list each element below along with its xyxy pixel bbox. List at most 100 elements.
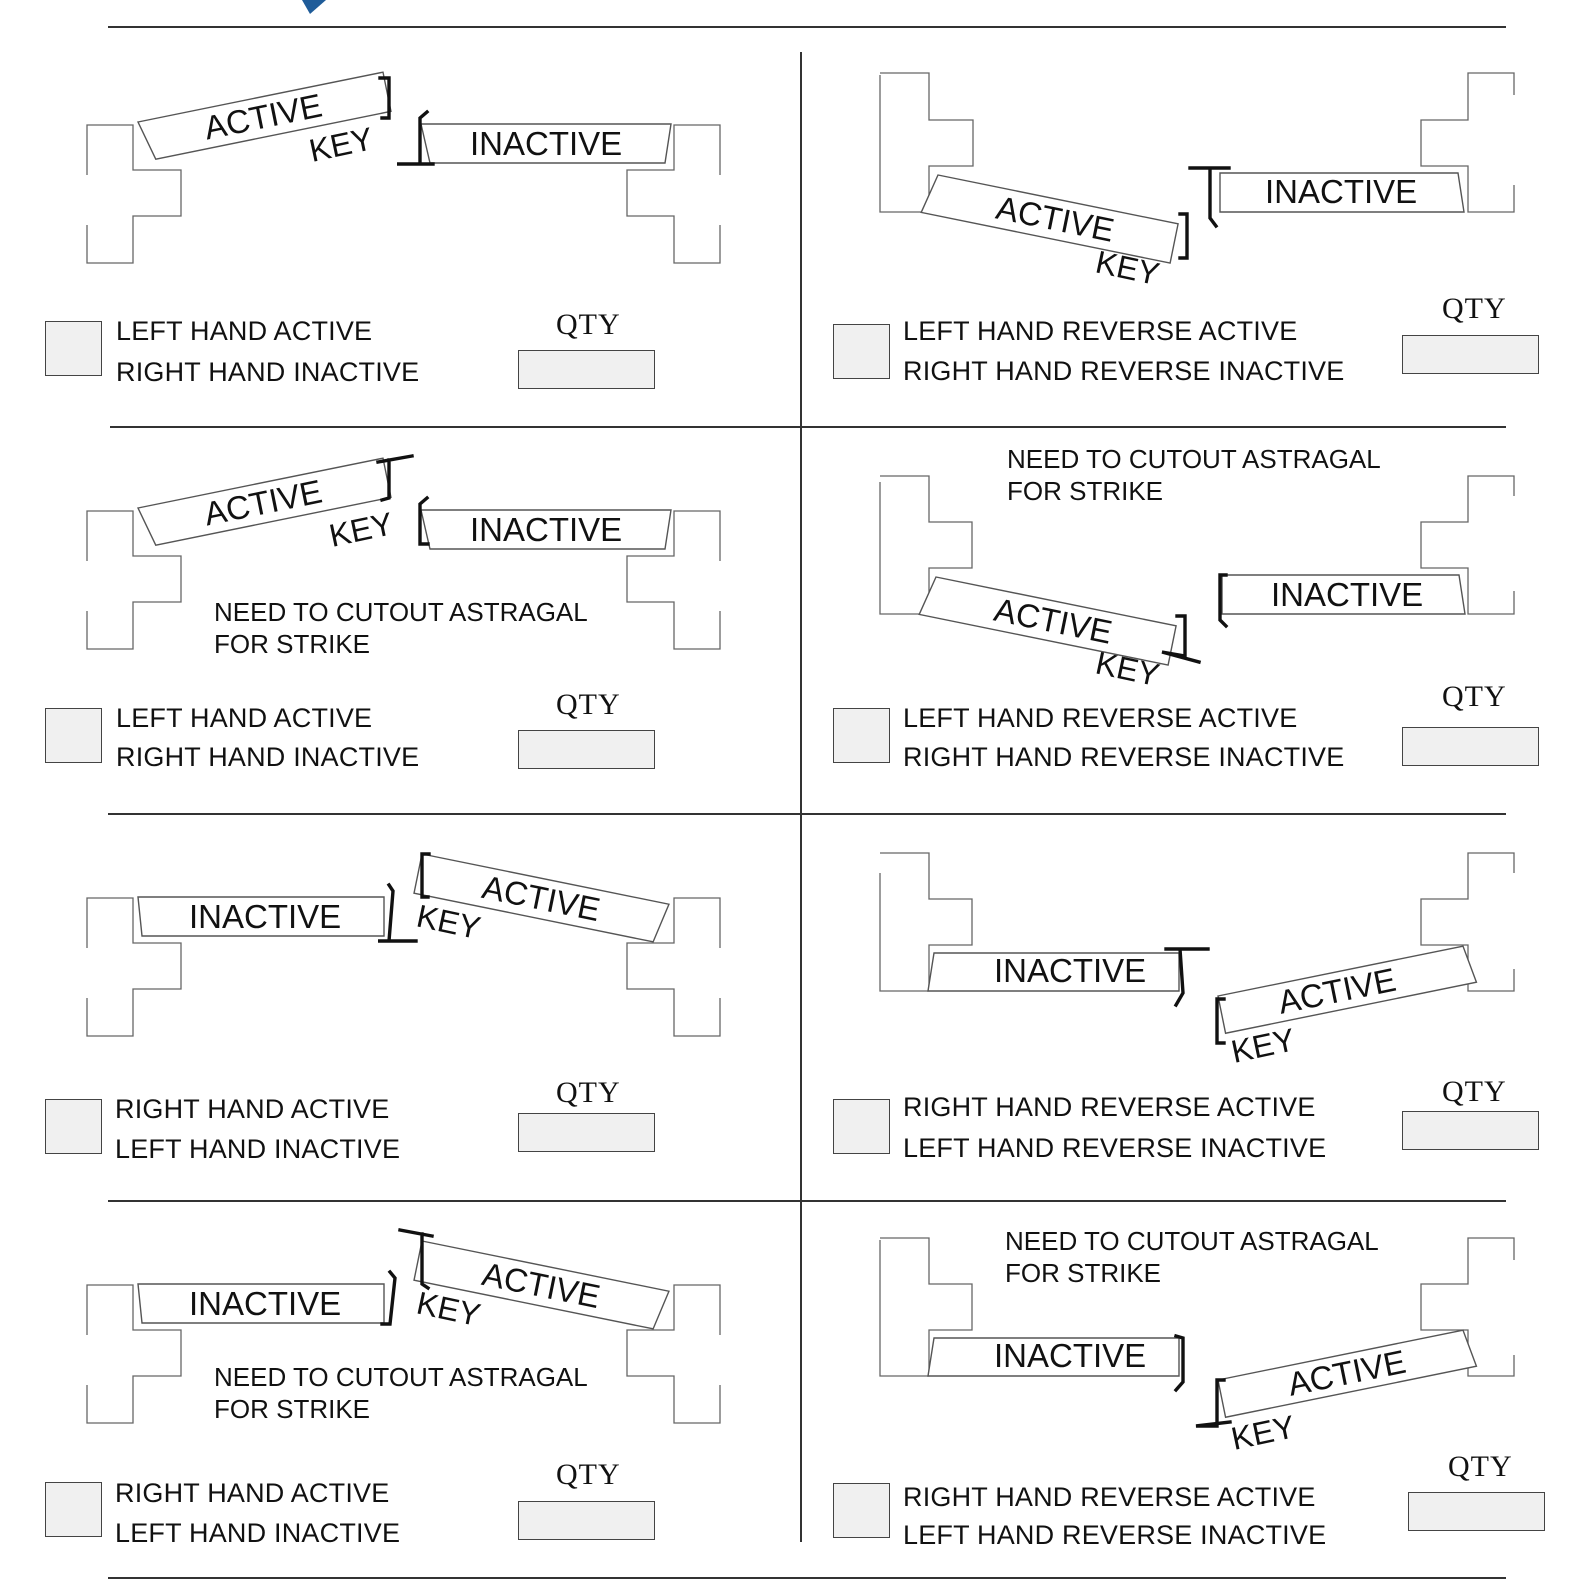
- row-divider-2: [108, 813, 1506, 815]
- note-line-1: NEED TO CUTOUT ASTRAGAL: [1005, 1226, 1379, 1256]
- note-line-1: NEED TO CUTOUT ASTRAGAL: [214, 1362, 588, 1392]
- key-label: KEY: [1228, 1408, 1298, 1457]
- qty-label: QTY: [556, 688, 621, 721]
- option-checkbox[interactable]: [45, 1482, 102, 1537]
- qty-input[interactable]: [1402, 1111, 1539, 1150]
- astragal: [378, 882, 418, 943]
- svg-text:INACTIVE: INACTIVE: [470, 511, 622, 548]
- astragal: [1164, 947, 1210, 1008]
- qty-input[interactable]: [518, 350, 655, 389]
- inactive-leaf: INACTIVE: [927, 952, 1180, 992]
- option-checkbox[interactable]: [45, 1099, 102, 1154]
- row-divider-3: [108, 1200, 1506, 1202]
- qty-input[interactable]: [518, 730, 655, 769]
- door-diagram: INACTIVE ACTIVE KEY NEED TO CUTOUT ASTRA…: [86, 1228, 721, 1424]
- note-line-1: NEED TO CUTOUT ASTRAGAL: [1007, 444, 1381, 474]
- svg-text:INACTIVE: INACTIVE: [1271, 576, 1423, 613]
- option-line-2: LEFT HAND INACTIVE: [115, 1134, 401, 1164]
- option-checkbox[interactable]: [45, 708, 102, 763]
- door-diagram: ACTIVE INACTIVE KEY: [879, 72, 1515, 292]
- door-diagram: INACTIVE ACTIVE KEY: [86, 852, 721, 1037]
- option-checkbox[interactable]: [833, 1099, 890, 1154]
- svg-text:INACTIVE: INACTIVE: [189, 898, 341, 935]
- option-line-2: RIGHT HAND INACTIVE: [116, 742, 420, 772]
- option-line-1: RIGHT HAND ACTIVE: [115, 1094, 390, 1124]
- option-cell: ACTIVE INACTIVE KEY LEFT HAND REVERSE AC…: [794, 0, 1588, 386]
- right-frame-jamb: [1420, 852, 1515, 992]
- qty-input[interactable]: [518, 1113, 655, 1152]
- door-diagram: INACTIVE ACTIVE KEY: [879, 852, 1515, 1070]
- option-checkbox[interactable]: [833, 708, 890, 763]
- astragal: [376, 454, 414, 503]
- option-cell: INACTIVE ACTIVE KEY RIGHT HAND REVERSE A…: [794, 773, 1588, 1163]
- svg-text:INACTIVE: INACTIVE: [189, 1285, 341, 1322]
- note-line-2: FOR STRIKE: [1007, 476, 1163, 506]
- note-line-2: FOR STRIKE: [214, 629, 370, 659]
- active-leaf: ACTIVE: [1217, 1329, 1478, 1419]
- svg-text:INACTIVE: INACTIVE: [994, 952, 1146, 989]
- option-cell: ACTIVE INACTIVE KEY LEFT HAND ACTIVE RIG…: [0, 0, 794, 389]
- left-frame-jamb: [879, 852, 973, 992]
- option-line-2: LEFT HAND INACTIVE: [115, 1518, 401, 1548]
- door-diagram: NEED TO CUTOUT ASTRAGAL FOR STRIKE INACT…: [879, 1226, 1515, 1457]
- option-line-1: LEFT HAND REVERSE ACTIVE: [903, 703, 1298, 733]
- left-frame-jamb: [879, 1237, 973, 1377]
- right-frame-jamb: [1420, 475, 1515, 615]
- svg-text:ACTIVE: ACTIVE: [1275, 961, 1399, 1021]
- option-checkbox[interactable]: [833, 1483, 890, 1538]
- qty-input[interactable]: [1402, 727, 1539, 766]
- door-diagram: ACTIVE INACTIVE KEY NEED TO CUTOUT ASTRA…: [86, 454, 721, 659]
- option-line-1: RIGHT HAND REVERSE ACTIVE: [903, 1482, 1316, 1512]
- option-checkbox[interactable]: [833, 324, 890, 379]
- right-frame-jamb: [1420, 72, 1515, 213]
- left-frame-jamb: [879, 72, 974, 213]
- svg-text:INACTIVE: INACTIVE: [994, 1337, 1146, 1374]
- right-frame-jamb: [698, 897, 721, 948]
- active-leaf: ACTIVE: [918, 576, 1177, 666]
- option-line-1: LEFT HAND ACTIVE: [116, 316, 373, 346]
- qty-input[interactable]: [1402, 335, 1539, 374]
- astragal: [1178, 212, 1189, 260]
- qty-label: QTY: [1448, 1450, 1513, 1483]
- active-leaf: ACTIVE: [920, 174, 1179, 264]
- logo-fragment-icon: [302, 0, 326, 14]
- qty-input[interactable]: [518, 1501, 655, 1540]
- option-cell: NEED TO CUTOUT ASTRAGAL FOR STRIKE INACT…: [794, 1160, 1588, 1550]
- inactive-leaf: INACTIVE: [420, 509, 672, 550]
- active-leaf: ACTIVE: [1217, 945, 1478, 1035]
- option-cell: INACTIVE ACTIVE KEY NEED TO CUTOUT ASTRA…: [0, 1160, 794, 1548]
- inactive-leaf: INACTIVE: [1219, 172, 1465, 213]
- option-line-2: LEFT HAND REVERSE INACTIVE: [903, 1133, 1327, 1163]
- option-cell: INACTIVE ACTIVE KEY RIGHT HAND ACTIVE LE…: [0, 773, 794, 1164]
- note-line-1: NEED TO CUTOUT ASTRAGAL: [214, 597, 588, 627]
- key-label: KEY: [326, 505, 396, 554]
- svg-text:INACTIVE: INACTIVE: [470, 125, 622, 162]
- left-frame-jamb: [86, 124, 105, 175]
- astragal: [380, 1269, 397, 1326]
- option-line-1: RIGHT HAND ACTIVE: [115, 1478, 390, 1508]
- option-line-2: LEFT HAND REVERSE INACTIVE: [903, 1520, 1327, 1550]
- inactive-leaf: INACTIVE: [420, 123, 672, 164]
- option-line-2: RIGHT HAND INACTIVE: [116, 357, 420, 387]
- right-frame-jamb: [1420, 1237, 1515, 1377]
- option-line-2: RIGHT HAND REVERSE INACTIVE: [903, 356, 1345, 386]
- qty-label: QTY: [1442, 1075, 1507, 1108]
- option-line-1: LEFT HAND REVERSE ACTIVE: [903, 316, 1298, 346]
- qty-input[interactable]: [1408, 1492, 1545, 1531]
- option-line-2: RIGHT HAND REVERSE INACTIVE: [903, 742, 1345, 772]
- option-checkbox[interactable]: [45, 321, 102, 376]
- astragal: [1161, 614, 1202, 665]
- qty-label: QTY: [1442, 680, 1507, 713]
- left-frame-jamb: [86, 897, 105, 948]
- note-line-2: FOR STRIKE: [1005, 1258, 1161, 1288]
- qty-label: QTY: [556, 1076, 621, 1109]
- inactive-leaf: INACTIVE: [137, 896, 385, 937]
- right-frame-jamb: [698, 1284, 721, 1335]
- inactive-leaf: INACTIVE: [1221, 574, 1466, 615]
- option-cell: NEED TO CUTOUT ASTRAGAL FOR STRIKE ACTIV…: [794, 386, 1588, 772]
- note-line-2: FOR STRIKE: [214, 1394, 370, 1424]
- left-frame-jamb: [86, 1284, 105, 1335]
- right-frame-jamb: [698, 124, 721, 175]
- astragal: [1173, 1333, 1185, 1393]
- astragal: [378, 76, 391, 120]
